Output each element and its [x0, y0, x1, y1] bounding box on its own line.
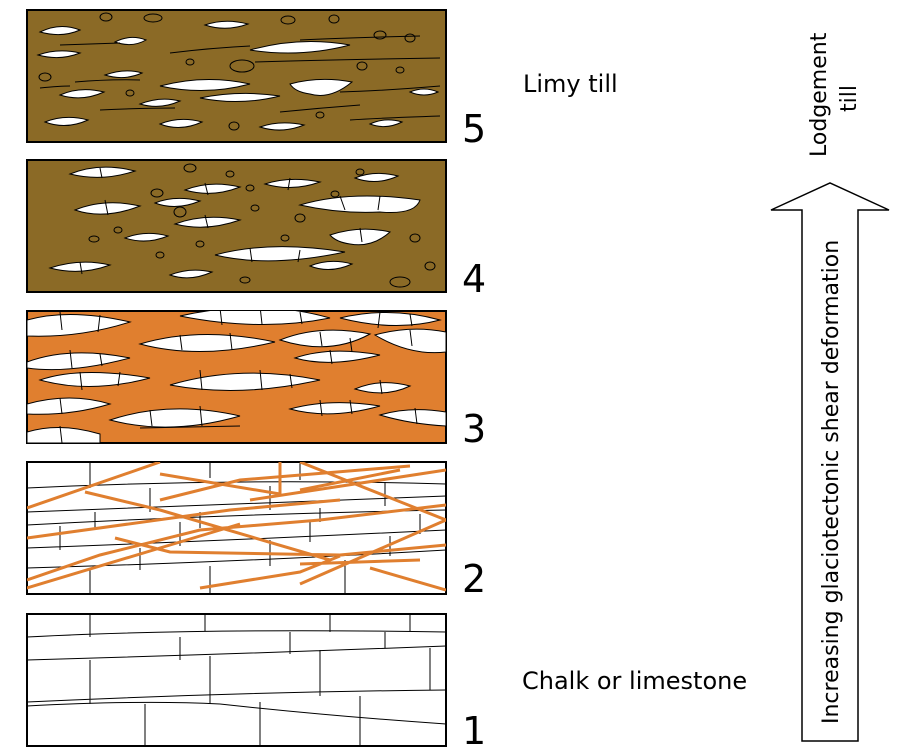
panel-5-clasts	[36, 12, 441, 131]
panel-1-background	[26, 613, 447, 747]
label-shear-deformation: Increasing glaciotectonic shear deformat…	[819, 240, 844, 724]
panel-4-clasts: 4	[26, 159, 486, 301]
panel-number-1: 1	[462, 709, 486, 753]
panel-4-lenses	[48, 163, 436, 288]
shear-deformation-arrow	[770, 182, 890, 742]
panel-number-3: 3	[462, 407, 486, 451]
panel-1-bedding	[27, 614, 446, 746]
panel-number-5: 5	[462, 107, 486, 151]
label-chalk-or-limestone: Chalk or limestone	[522, 667, 747, 695]
label-limy-till: Limy till	[523, 70, 618, 98]
panel-2-fractured-chalk: 2	[26, 461, 486, 601]
panel-2-bedding	[27, 462, 446, 594]
label-lodgement: Lodgement	[807, 32, 832, 157]
panel-number-2: 2	[462, 557, 486, 601]
panel-number-4: 4	[462, 257, 486, 301]
label-lodgement-till: till	[837, 85, 862, 112]
panel-3-lenses: 3	[26, 310, 486, 451]
panel-3-chalk-lenses	[27, 311, 446, 443]
panel-1-chalk: 1	[26, 613, 486, 753]
panel-5-limy-till: 5	[26, 9, 486, 151]
